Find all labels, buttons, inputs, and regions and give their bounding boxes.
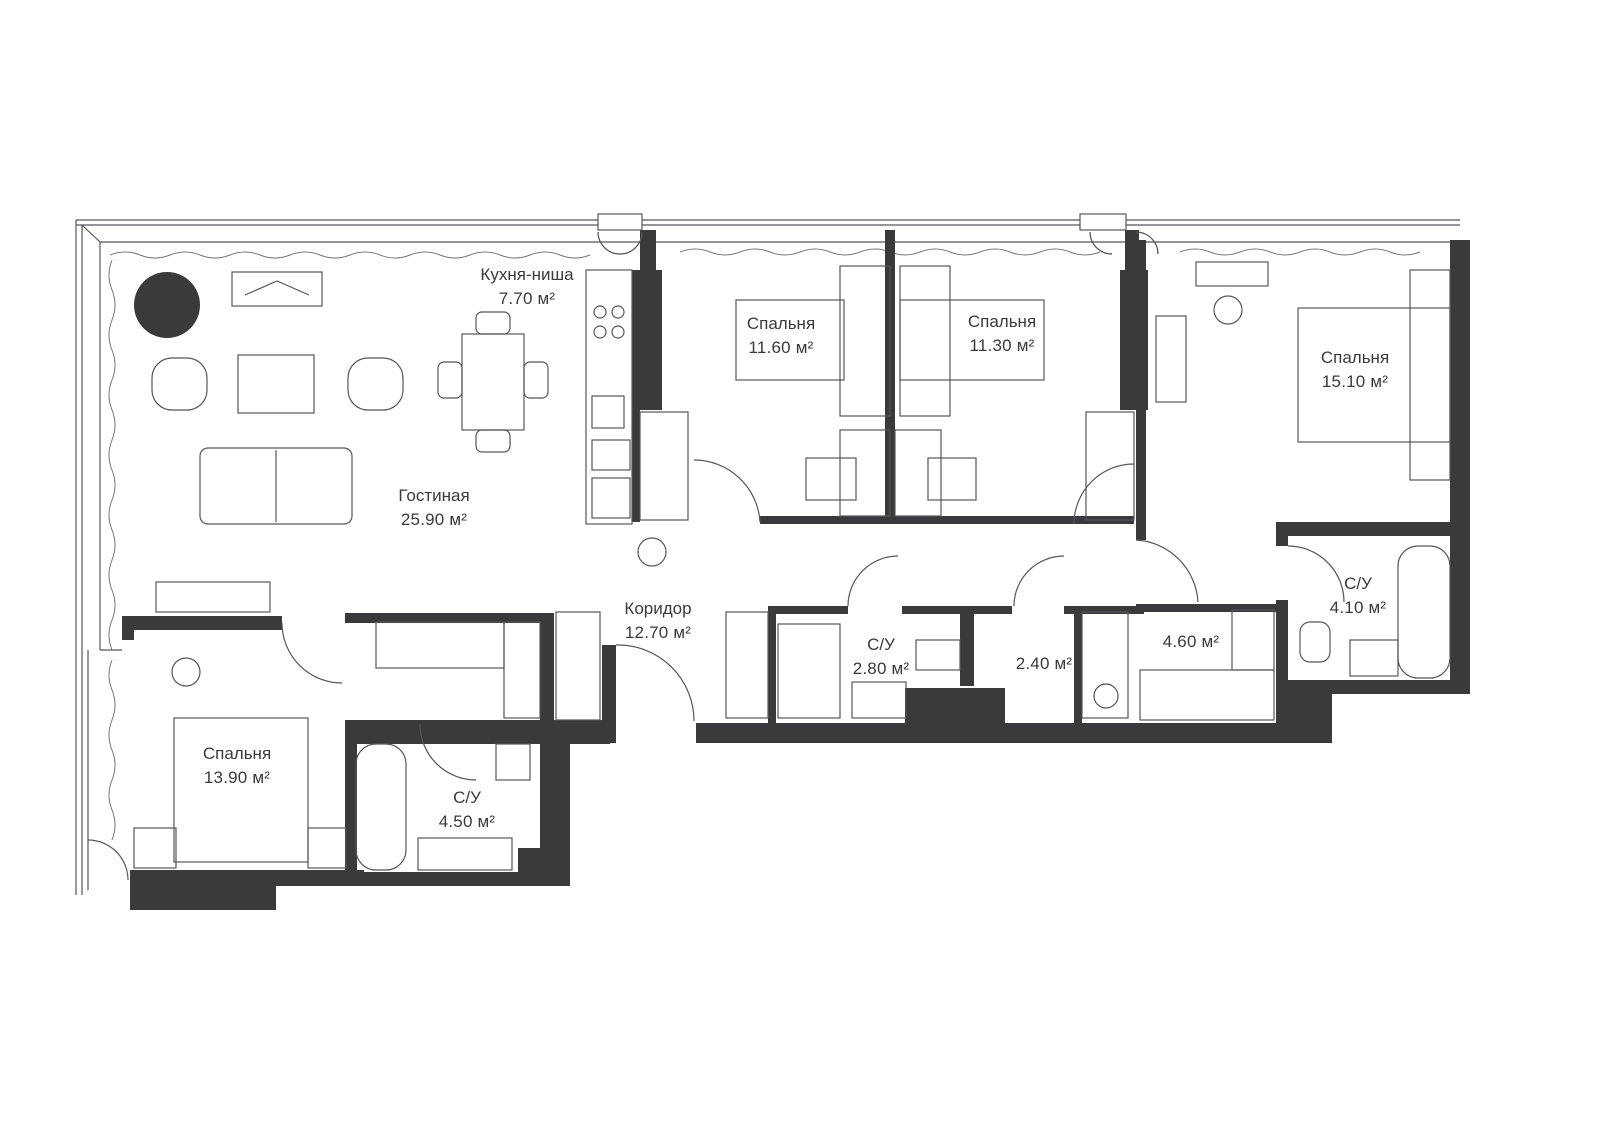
room-area: 25.90 м²: [400, 510, 468, 529]
room-label-corridor: Коридор 12.70 м²: [624, 597, 691, 645]
wardrobes: [375, 411, 1275, 721]
room-label-kitchen: Кухня-ниша 7.70 м²: [480, 263, 573, 311]
room-name: С/У: [1344, 574, 1372, 593]
curtains: [108, 248, 1421, 841]
room-name: Спальня: [967, 312, 1037, 331]
window-frame: [75, 219, 1460, 895]
room-area: 11.30 м²: [969, 336, 1035, 355]
room-label-bath-1: С/У 2.80 м²: [853, 633, 910, 681]
room-area: 4.10 м²: [1329, 598, 1387, 617]
room-label-bedroom-3: Спальня 15.10 м²: [1321, 346, 1389, 394]
room-area: 2.80 м²: [852, 659, 910, 678]
room-name: Кухня-ниша: [480, 265, 574, 284]
room-name: Спальня: [746, 314, 816, 333]
door-swings: [87, 459, 1345, 881]
bathroom-fixtures: [355, 545, 1451, 871]
bedroom-13-furniture: [133, 581, 347, 869]
room-label-bedroom-4: Спальня 13.90 м²: [203, 742, 271, 790]
living-furniture: [134, 271, 549, 525]
room-name: С/У: [453, 788, 481, 807]
bedroom-15-furniture: [1155, 261, 1451, 481]
room-name: Спальня: [1320, 348, 1390, 367]
bedroom-furniture: [735, 265, 1045, 517]
room-label-bath-3: С/У 4.50 м²: [439, 786, 496, 834]
round-table-icon: [134, 272, 200, 338]
room-name: Коридор: [624, 599, 692, 618]
kitchen-unit: [585, 269, 667, 567]
room-label-bedroom-2: Спальня 11.30 м²: [968, 310, 1036, 358]
room-area: 7.70 м²: [498, 289, 556, 308]
room-area: 12.70 м²: [624, 623, 692, 642]
walls: [122, 230, 1470, 910]
room-area: 11.60 м²: [748, 338, 814, 357]
room-label-living: Гостиная 25.90 м²: [398, 484, 469, 532]
balcony-doors: [597, 213, 1159, 255]
room-label-storage-2: 4.60 м²: [1163, 630, 1220, 654]
room-name: Гостиная: [398, 486, 470, 505]
room-area: 4.60 м²: [1162, 632, 1220, 651]
room-label-storage-1: 2.40 м²: [1016, 652, 1073, 676]
room-name: С/У: [867, 635, 895, 654]
room-label-bedroom-1: Спальня 11.60 м²: [747, 312, 815, 360]
room-area: 15.10 м²: [1321, 372, 1389, 391]
room-area: 4.50 м²: [438, 812, 496, 831]
room-area: 2.40 м²: [1015, 654, 1073, 673]
room-label-bath-2: С/У 4.10 м²: [1330, 572, 1387, 620]
room-area: 13.90 м²: [203, 768, 271, 787]
room-name: Спальня: [202, 744, 272, 763]
